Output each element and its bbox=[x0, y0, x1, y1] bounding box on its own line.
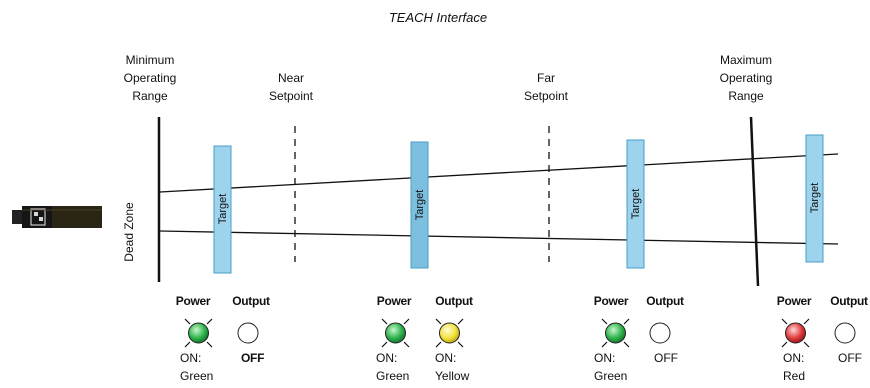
svg-text:Operating: Operating bbox=[124, 71, 177, 85]
svg-text:Target: Target bbox=[630, 189, 642, 220]
svg-text:Output: Output bbox=[435, 294, 473, 308]
target-2: Target bbox=[410, 141, 429, 269]
svg-text:OFF: OFF bbox=[241, 351, 264, 365]
svg-text:Power: Power bbox=[594, 294, 629, 308]
power-label: Power bbox=[176, 294, 211, 308]
svg-text:Near: Near bbox=[278, 71, 304, 85]
target-1: Target bbox=[213, 145, 232, 274]
svg-text:OFF: OFF bbox=[654, 351, 678, 365]
svg-text:Yellow: Yellow bbox=[435, 369, 470, 383]
indicator-group-3: Power Output ON: Green OFF bbox=[594, 294, 685, 383]
near-setpoint-label: Near Setpoint bbox=[269, 71, 314, 103]
sensor-icon bbox=[12, 206, 102, 228]
beam-upper-edge bbox=[159, 153, 839, 193]
maximum-range-line bbox=[749, 116, 760, 287]
indicator-group-2: Power Output ON: Green ON: Yellow bbox=[376, 294, 473, 383]
svg-text:Output: Output bbox=[646, 294, 684, 308]
output-led-off bbox=[237, 322, 259, 344]
power-led-rays-icon bbox=[601, 318, 630, 348]
svg-text:ON:: ON: bbox=[435, 351, 456, 365]
power-led-green bbox=[605, 322, 626, 344]
svg-text:ON:: ON: bbox=[594, 351, 615, 365]
svg-text:Output: Output bbox=[830, 294, 868, 308]
indicator-group-4: Power Output ON: Red OFF bbox=[777, 294, 869, 383]
far-setpoint-label: Far Setpoint bbox=[524, 71, 569, 103]
svg-text:Power: Power bbox=[377, 294, 412, 308]
output-led-off bbox=[834, 322, 856, 344]
svg-text:Operating: Operating bbox=[720, 71, 773, 85]
svg-text:Range: Range bbox=[728, 89, 764, 103]
output-label: Output bbox=[232, 294, 270, 308]
power-led-rays-icon bbox=[781, 318, 810, 348]
output-led-off bbox=[649, 322, 671, 344]
power-led-red bbox=[785, 322, 806, 344]
svg-text:Setpoint: Setpoint bbox=[524, 89, 569, 103]
svg-text:ON:: ON: bbox=[783, 351, 804, 365]
svg-text:Red: Red bbox=[783, 369, 805, 383]
target-3: Target bbox=[626, 139, 645, 269]
svg-text:Target: Target bbox=[809, 183, 821, 214]
output-led-rays-icon bbox=[435, 318, 464, 348]
beam-lower-edge bbox=[159, 230, 839, 245]
svg-text:Minimum: Minimum bbox=[126, 53, 175, 67]
svg-text:Range: Range bbox=[132, 89, 168, 103]
svg-text:Setpoint: Setpoint bbox=[269, 89, 314, 103]
maximum-operating-range-label: Maximum Operating Range bbox=[720, 53, 773, 103]
svg-text:Green: Green bbox=[376, 369, 409, 383]
svg-text:Far: Far bbox=[537, 71, 555, 85]
target-4: Target bbox=[805, 134, 824, 263]
indicator-group-1: Power Output ON: Green OFF bbox=[176, 294, 271, 383]
svg-text:ON:: ON: bbox=[180, 351, 201, 365]
svg-text:Power: Power bbox=[777, 294, 812, 308]
power-led-rays-icon bbox=[184, 318, 213, 348]
dead-zone-label: Dead Zone bbox=[122, 202, 136, 262]
svg-text:OFF: OFF bbox=[838, 351, 862, 365]
svg-text:Green: Green bbox=[180, 369, 213, 383]
power-led-green bbox=[188, 322, 209, 344]
power-led-green bbox=[385, 322, 406, 344]
svg-text:Green: Green bbox=[594, 369, 627, 383]
svg-text:Target: Target bbox=[414, 190, 426, 221]
minimum-operating-range-label: Minimum Operating Range bbox=[124, 53, 177, 103]
diagram-title: TEACH Interface bbox=[389, 10, 487, 25]
svg-text:Maximum: Maximum bbox=[720, 53, 772, 67]
svg-text:ON:: ON: bbox=[376, 351, 397, 365]
power-led-rays-icon bbox=[381, 318, 410, 348]
svg-text:Target: Target bbox=[217, 194, 229, 225]
output-led-yellow bbox=[439, 322, 460, 344]
